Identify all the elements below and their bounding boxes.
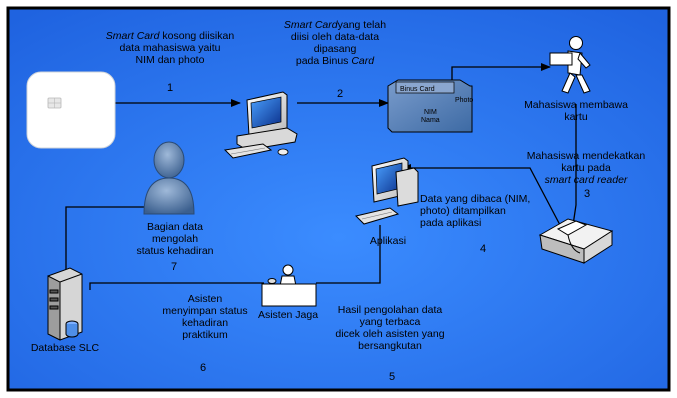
- step2-description: Smart Cardyang telah diisi oleh data-dat…: [283, 19, 387, 67]
- database-server-icon: [47, 267, 83, 341]
- assistant-store-description: Asisten menyimpan status kehadiran prakt…: [162, 293, 248, 341]
- computer-icon: [355, 157, 419, 225]
- step-number-6: 6: [200, 362, 207, 374]
- arrow-db-to-datadept: [65, 206, 148, 292]
- arrow-card-to-student: [451, 63, 551, 84]
- step-number-3: 3: [584, 188, 591, 200]
- card-title: Binus Card: [400, 86, 435, 93]
- app-label: Aplikasi: [369, 235, 407, 247]
- person-icon: [143, 141, 195, 215]
- step-number-1: 1: [167, 82, 174, 94]
- arrow-app-to-assistant: [316, 225, 381, 284]
- card-reader-icon: [538, 218, 614, 264]
- processing-description: Hasil pengolahan data yang terbaca dicek…: [335, 304, 445, 352]
- card-nim: NIM: [424, 109, 437, 116]
- step-number-7: 7: [171, 261, 178, 273]
- card-nama: Nama: [421, 117, 440, 124]
- arrow-reader-to-app: [401, 164, 561, 226]
- step-number-4: 4: [480, 243, 487, 255]
- assistant-label: Asisten Jaga: [257, 309, 319, 321]
- assistant-desk-icon: [261, 264, 317, 307]
- smart-card-icon: [26, 71, 116, 149]
- diagram-background: [6, 6, 671, 392]
- walking-person-icon: [549, 36, 591, 94]
- computer-icon: [223, 91, 298, 159]
- step-number-5: 5: [389, 371, 396, 383]
- arrow-assistant-to-db: [89, 282, 264, 290]
- student-description: Mahasiswa membawa kartu: [524, 99, 628, 123]
- step-number-2: 2: [337, 88, 344, 100]
- database-label: Database SLC: [30, 342, 100, 354]
- data-dept-description: Bagian data mengolah status kehadiran: [136, 221, 214, 257]
- app-display-description: Data yang dibaca (NIM, photo) ditampilka…: [420, 193, 531, 229]
- card-photo: Photo: [455, 97, 473, 104]
- step1-description: Smart Card kosong diisikan data mahasisw…: [105, 30, 235, 66]
- binus-card: Binus Card Photo NIM Nama: [387, 79, 473, 133]
- step3-description: Mahasiswa mendekatkan kartu pada smart c…: [526, 150, 646, 186]
